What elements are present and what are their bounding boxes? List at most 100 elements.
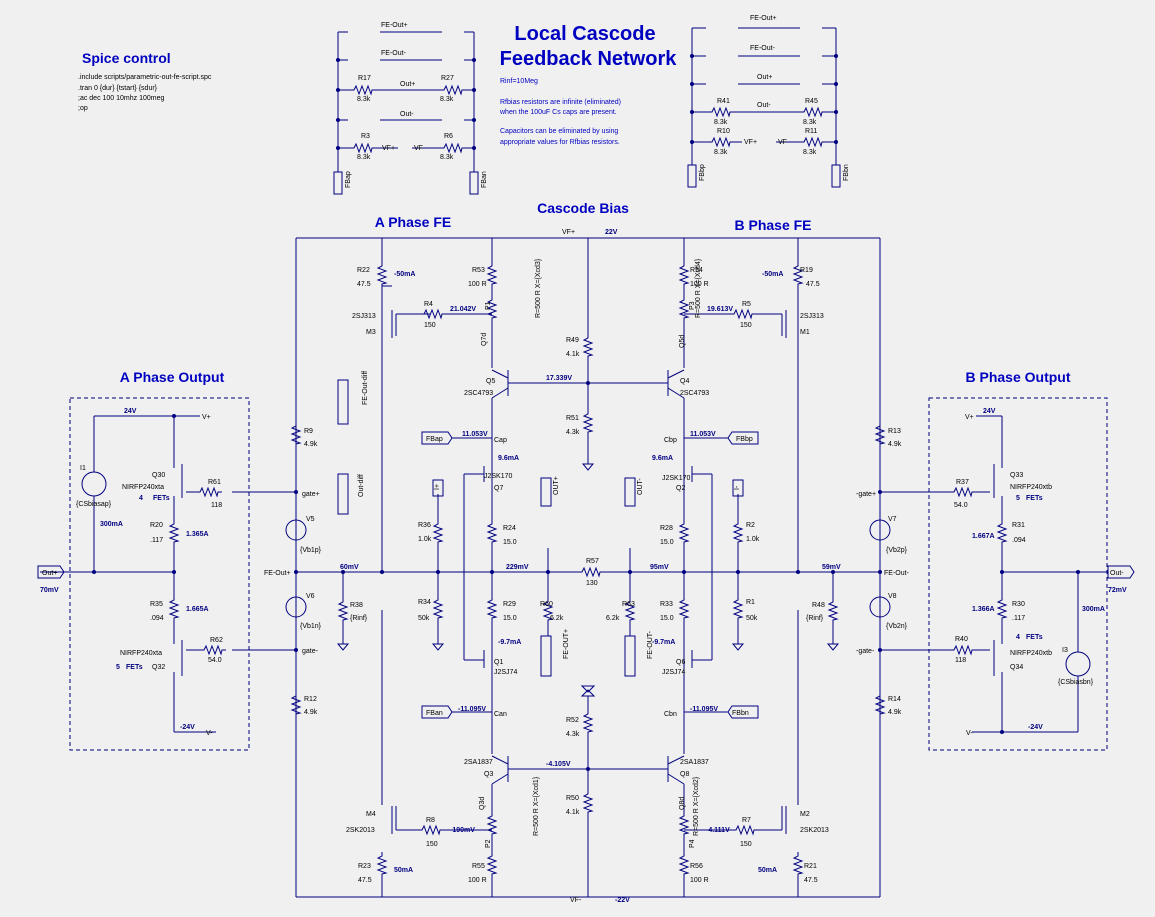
a-out-70mv: 70mV <box>40 587 59 594</box>
label: R55 <box>472 863 485 870</box>
port-fbap: FBap <box>426 436 443 443</box>
a-out-q30-part: NIRFP240xta <box>122 484 164 491</box>
label: 150 <box>424 322 436 329</box>
label: R12 <box>304 696 317 703</box>
label: R4 <box>424 301 433 308</box>
a-out-vplus: V+ <box>202 414 211 421</box>
net-label: FE-Out- <box>750 45 776 52</box>
label: R9 <box>304 428 313 435</box>
b-out-port: Out- <box>1110 570 1124 577</box>
a-out-q30-fet-label: FETs <box>153 495 170 502</box>
label: 60mV <box>340 564 359 571</box>
label: R28 <box>660 525 673 532</box>
label: 2SJ313 <box>352 313 376 320</box>
resistor-value: 8.3k <box>440 154 454 161</box>
label: -50mA <box>394 271 415 278</box>
flag-fe-out-plus[interactable]: FE-OUT+ <box>563 629 570 659</box>
label: 150 <box>740 841 752 848</box>
a-out-q30-fet-count: 4 <box>139 495 143 502</box>
label: Q3 <box>484 771 493 778</box>
label: {Vb2p} <box>886 547 908 554</box>
a-out-r35-val: .094 <box>150 615 164 622</box>
note: Rfbias resistors are infinite (eliminate… <box>500 99 621 106</box>
title-line1: Local Cascode <box>514 23 655 45</box>
port-label: FBbp <box>699 164 706 181</box>
port-label: FBan <box>481 171 488 188</box>
label: R48 <box>812 602 825 609</box>
label: P3 <box>689 301 696 310</box>
b-out-vplus: V+ <box>965 414 974 421</box>
label: J2SJ74 <box>494 669 517 676</box>
label: -50mA <box>762 271 783 278</box>
feedback-network-left <box>333 31 479 195</box>
title-line2: Feedback Network <box>500 48 678 70</box>
b-out-r40-val: 118 <box>955 657 966 664</box>
label: J2SJ74 <box>662 669 685 676</box>
net-label: Out- <box>400 111 414 118</box>
resistor-value: 8.3k <box>803 149 817 156</box>
resistor-label: R11 <box>805 128 817 135</box>
b-out-q33: Q33 <box>1010 472 1023 479</box>
b-out-q34-part: NIRFP240xtb <box>1010 650 1052 657</box>
label: 4.9k <box>888 709 902 716</box>
spice-line: .include scripts/parametric-out-fe-scrip… <box>78 74 212 81</box>
flag-out-plus[interactable]: OUT+ <box>553 476 560 495</box>
flag-out-diff[interactable]: Out-diff <box>358 474 365 497</box>
label: R54 <box>690 267 703 274</box>
label: -11.095V <box>690 706 718 713</box>
label: R52 <box>566 717 579 724</box>
label: R2 <box>746 522 755 529</box>
label: Q1 <box>494 659 503 666</box>
flag-out-minus[interactable]: OUT- <box>637 478 644 495</box>
label: 4.1k <box>566 809 580 816</box>
label: 4.3k <box>566 429 580 436</box>
label: 100 R <box>468 877 487 884</box>
spice-line: ;ac dec 100 10mhz 100meg <box>78 95 164 102</box>
label: R=500 R X={Xcd2} <box>693 776 700 836</box>
flag-iplus[interactable]: I+ <box>434 484 441 490</box>
label: M2 <box>800 811 810 818</box>
a-out-i1-val: {CSbiasap} <box>76 501 112 508</box>
label: 17.339V <box>546 375 572 382</box>
flag-iminus[interactable]: I- <box>734 485 741 490</box>
label: -11.095V <box>458 706 486 713</box>
a-out-i1: I1 <box>80 465 86 472</box>
resistor-value: 8.3k <box>357 154 371 161</box>
port-label: FBbn <box>843 164 850 181</box>
flag-fe-out-diff[interactable]: FE-Out-diff <box>362 371 369 405</box>
label: 50k <box>746 615 758 622</box>
label: 9.6mA <box>652 455 673 462</box>
b-out-r37-val: 54.0 <box>954 502 968 509</box>
b-out-1667a: 1.667A <box>972 533 995 540</box>
b-out-m24v: -24V <box>1028 724 1043 731</box>
label: M4 <box>366 811 376 818</box>
a-phase-fe-title: A Phase FE <box>375 214 452 230</box>
label: 21.042V <box>450 306 476 313</box>
label: 15.0 <box>503 615 517 622</box>
label: M3 <box>366 329 376 336</box>
label: 150 <box>740 322 752 329</box>
port-label: FBap <box>345 171 352 188</box>
resistor-value: 8.3k <box>440 96 454 103</box>
label: R8 <box>426 817 435 824</box>
flag-fe-out-minus[interactable]: FE-OUT- <box>647 630 654 659</box>
label: R53 <box>472 267 485 274</box>
label: Q5d <box>679 335 686 348</box>
label: 47.5 <box>357 281 371 288</box>
b-out-q34-fet-count: 4 <box>1016 634 1020 641</box>
a-out-q32-fet-label: FETs <box>126 664 143 671</box>
a-out-1665a: 1.665A <box>186 606 209 613</box>
a-out-m24v: -24V <box>180 724 195 731</box>
resistor-value: 8.3k <box>357 96 371 103</box>
label: R60 <box>540 601 553 608</box>
label: R5 <box>742 301 751 308</box>
label: 50mA <box>758 867 777 874</box>
net-label: VF+ <box>744 139 757 146</box>
a-phase-output-stage <box>37 397 250 751</box>
feedback-network-right <box>687 27 841 188</box>
b-out-1366a: 1.366A <box>972 606 995 613</box>
label: R49 <box>566 337 579 344</box>
a-out-24v: 24V <box>124 408 137 415</box>
a-out-q32-part: NIRFP240xta <box>120 650 162 657</box>
a-out-r35: R35 <box>150 601 163 608</box>
